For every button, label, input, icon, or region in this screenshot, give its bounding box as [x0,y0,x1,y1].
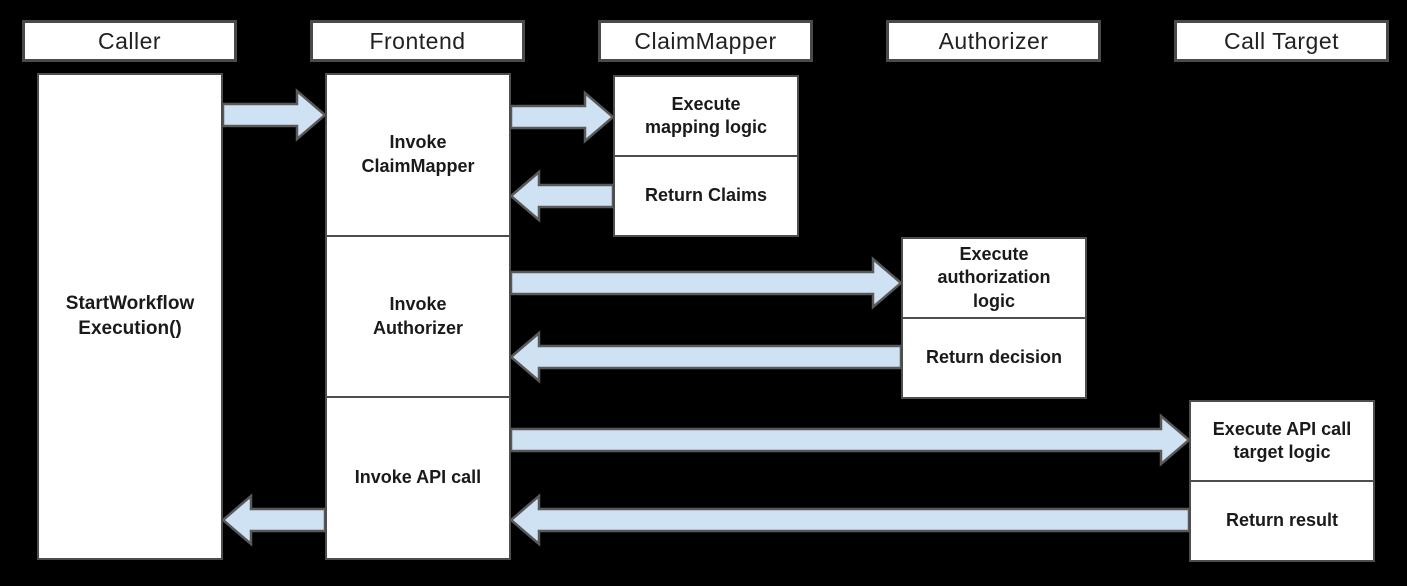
activation-authorizer: Execute authorization logic Return decis… [901,237,1087,399]
step-return-claims: Return Claims [615,155,797,235]
actor-label: ClaimMapper [634,27,777,54]
actor-header-authorizer: Authorizer [886,20,1101,62]
activation-calltarget: Execute API call target logic Return res… [1189,400,1375,562]
actor-label: Caller [97,27,162,54]
activation-claimmapper: Execute mapping logic Return Claims [613,75,799,237]
actor-label: Call Target [1223,27,1340,54]
activation-caller: StartWorkflow Execution() [37,73,223,560]
actor-label: Authorizer [938,27,1049,54]
arrow-calltarget-return [509,493,1191,547]
arrow-frontend-to-authorizer [509,256,903,310]
step-execute-mapping-logic: Execute mapping logic [644,93,767,137]
step-invoke-authorizer: Invoke Authorizer [327,234,509,397]
actor-header-frontend: Frontend [310,20,525,62]
arrow-claimmapper-return [509,169,615,223]
step-startworkflowexecution: StartWorkflow Execution() [65,292,195,339]
actor-header-calltarget: Call Target [1174,20,1389,62]
step-execute-api-call-target-logic: Execute API call target logic [1212,418,1352,462]
arrow-frontend-to-claimmapper [509,90,615,144]
arrow-caller-to-frontend [221,88,327,142]
actor-header-caller: Caller [22,20,237,62]
actor-label: Frontend [369,27,466,54]
activation-frontend: Invoke ClaimMapper Invoke Authorizer Inv… [325,73,511,560]
actor-header-claimmapper: ClaimMapper [598,20,813,62]
arrow-authorizer-return [509,330,903,384]
step-return-result: Return result [1191,480,1373,560]
step-execute-authorization-logic: Execute authorization logic [937,244,1051,311]
step-invoke-claimmapper: Invoke ClaimMapper [361,132,475,176]
step-return-decision: Return decision [903,317,1085,397]
arrow-frontend-to-caller-return [221,493,327,547]
step-invoke-api-call: Invoke API call [327,396,509,558]
arrow-frontend-to-calltarget [509,413,1191,467]
